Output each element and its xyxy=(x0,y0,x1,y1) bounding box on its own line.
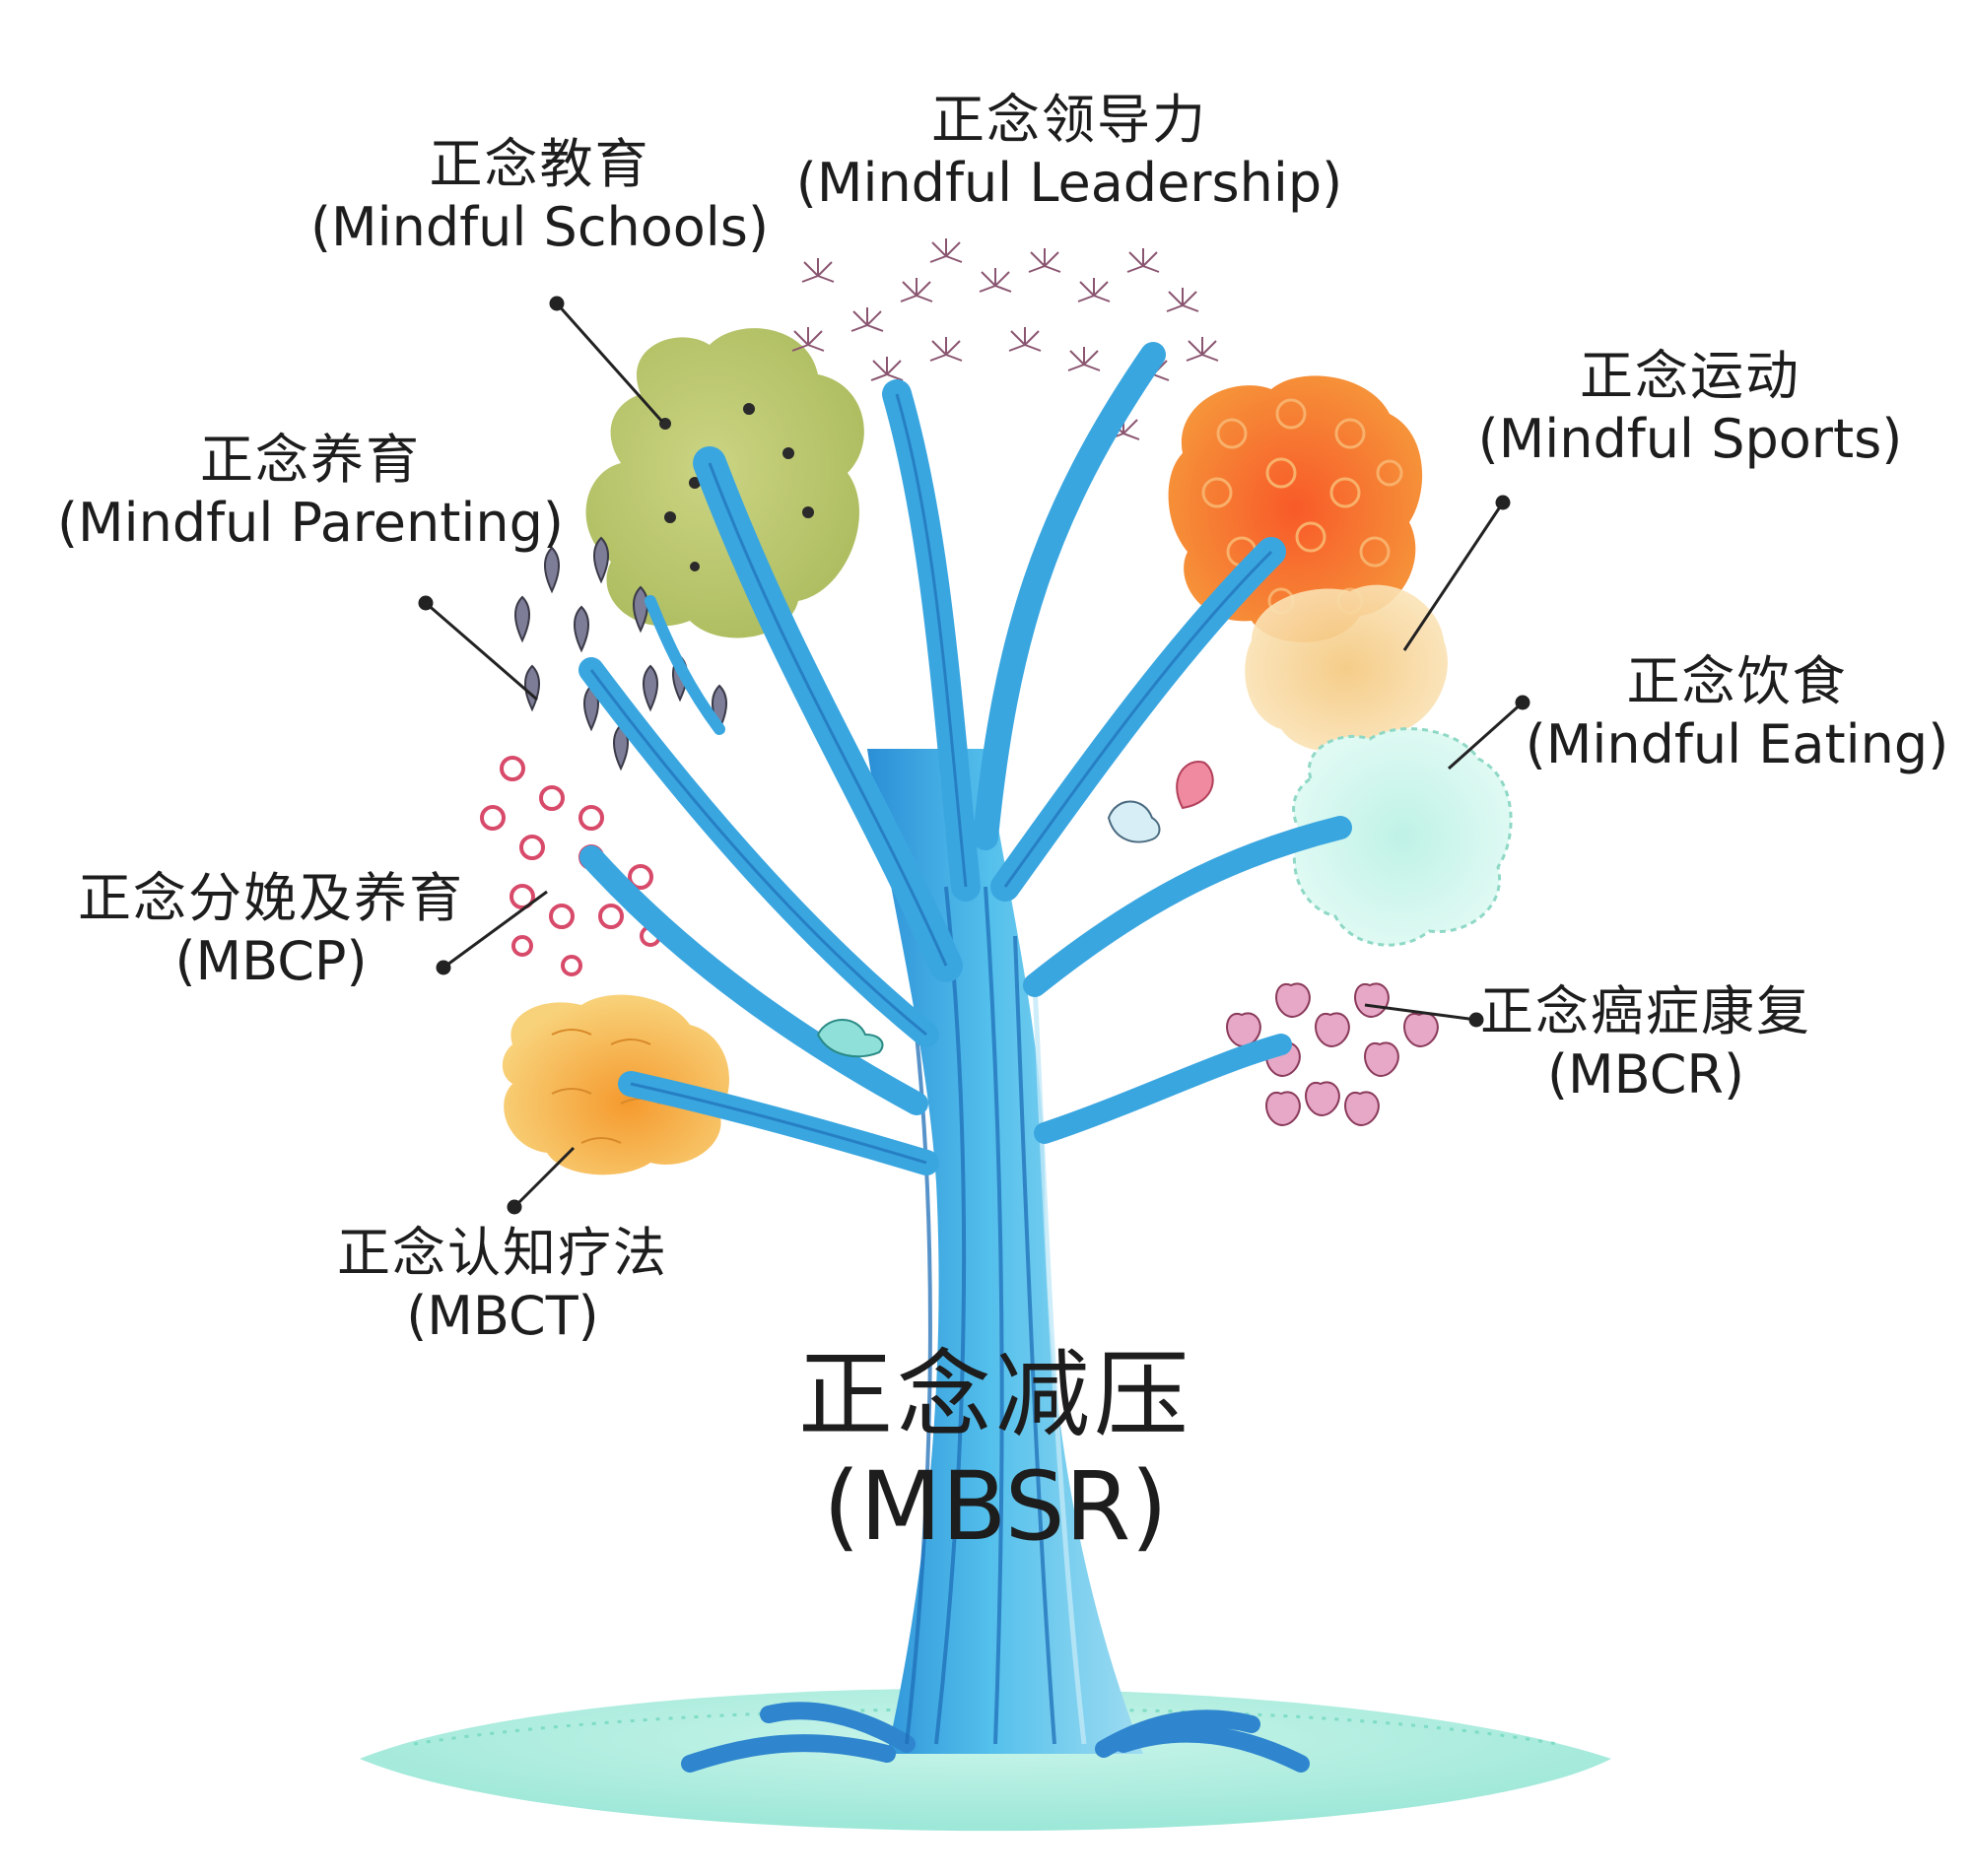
root-label-mbsr: 正念减压 (MBSR) xyxy=(769,1340,1222,1564)
label-zh: 正念认知疗法 xyxy=(337,1222,668,1284)
label-zh: 正念分娩及养育 xyxy=(78,867,464,929)
golden-blossom-icon xyxy=(502,994,729,1175)
root-label-zh: 正念减压 xyxy=(798,1340,1192,1450)
label-en: (MBCT) xyxy=(406,1284,599,1347)
label-mbct: 正念认知疗法 (MBCT) xyxy=(315,1222,690,1347)
label-en: (Mindful Eating) xyxy=(1525,712,1949,775)
tree-trunk xyxy=(681,749,1310,1773)
label-mindful-eating: 正念饮食 (Mindful Eating) xyxy=(1513,650,1961,775)
label-zh: 正念教育 xyxy=(429,133,650,195)
label-en: (Mindful Schools) xyxy=(309,195,770,258)
pink-bud-icon xyxy=(1176,761,1214,810)
label-mindful-sports: 正念运动 (Mindful Sports) xyxy=(1459,345,1922,470)
label-zh: 正念饮食 xyxy=(1626,650,1848,712)
label-en: (Mindful Parenting) xyxy=(56,491,564,554)
pointer-lines xyxy=(418,296,1530,1215)
label-mindful-leadership: 正念领导力 (Mindful Leadership) xyxy=(779,89,1360,214)
label-mbcr: 正念癌症康复 (MBCR) xyxy=(1468,980,1823,1106)
label-zh: 正念运动 xyxy=(1580,345,1801,407)
label-zh: 正念癌症康复 xyxy=(1480,980,1811,1042)
spiral-roses-icon xyxy=(480,756,661,976)
label-en: (MBCP) xyxy=(174,929,368,992)
label-mindful-schools: 正念教育 (Mindful Schools) xyxy=(291,133,788,258)
label-en: (Mindful Leadership) xyxy=(795,151,1343,214)
grass-ground xyxy=(360,1688,1611,1832)
label-zh: 正念养育 xyxy=(200,429,421,491)
root-label-en: (MBSR) xyxy=(823,1451,1168,1563)
sandy-speckle-foliage xyxy=(1245,584,1448,753)
mint-spiky-foliage-icon xyxy=(1292,727,1513,947)
label-mbcp: 正念分娩及养育 (MBCP) xyxy=(69,867,473,992)
label-zh: 正念领导力 xyxy=(931,89,1207,151)
label-mindful-parenting: 正念养育 (Mindful Parenting) xyxy=(44,429,577,554)
label-en: (MBCR) xyxy=(1546,1042,1745,1106)
label-en: (Mindful Sports) xyxy=(1477,407,1903,470)
bird-icon xyxy=(816,800,1161,1058)
